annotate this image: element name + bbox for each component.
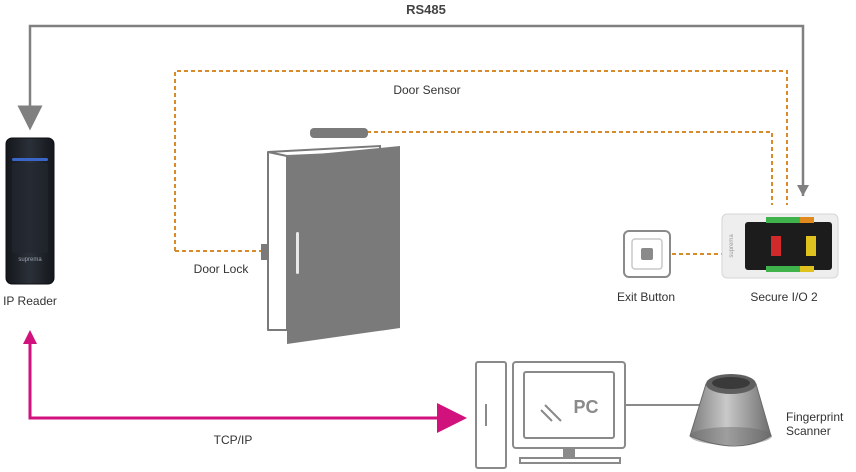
reader-brand-label: suprema	[18, 257, 42, 263]
io-brand-label: suprema	[729, 234, 735, 258]
tcpip-label: TCP/IP	[213, 433, 253, 447]
tcpip-line	[28, 342, 467, 433]
fingerprint-scanner-icon	[689, 374, 772, 447]
pc-label: PC	[573, 397, 598, 417]
exit-button-icon	[623, 230, 671, 278]
tcpip-arrow-up	[23, 330, 37, 344]
secure-io-label: Secure I/O 2	[750, 290, 818, 304]
rs485-label: RS485	[406, 2, 446, 17]
rs485-line	[17, 24, 805, 196]
pc-icon	[475, 361, 626, 469]
door-sensor-wire-outer	[174, 70, 788, 251]
fingerprint-scanner-label-line2: Scanner	[786, 424, 831, 438]
ip-reader-label: IP Reader	[3, 294, 57, 308]
door-lock-label: Door Lock	[193, 262, 249, 276]
secure-io-icon	[721, 213, 839, 279]
ip-reader-icon	[5, 137, 55, 285]
door-sensor-label: Door Sensor	[393, 83, 461, 97]
rs485-arrow-down	[797, 185, 809, 196]
exit-button-label: Exit Button	[616, 290, 676, 304]
door-sensor-wire-inner	[367, 131, 773, 205]
fingerprint-scanner-label-line1: Fingerprint	[786, 410, 844, 424]
door-icon	[261, 128, 400, 344]
